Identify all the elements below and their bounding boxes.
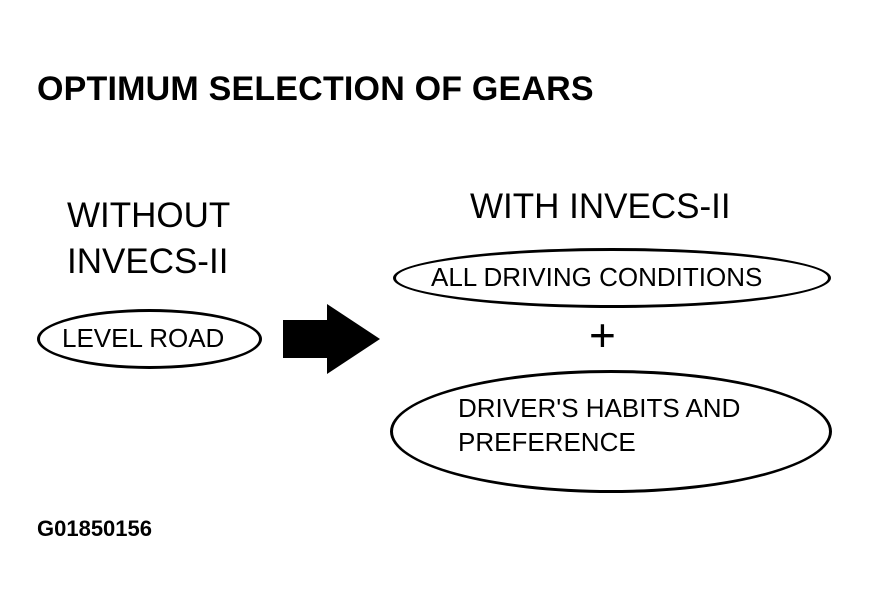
- drivers-habits-text: DRIVER'S HABITS AND PREFERENCE: [458, 391, 740, 459]
- with-invecs-label: WITH INVECS-II: [470, 187, 731, 226]
- drivers-habits-oval: [390, 370, 832, 493]
- all-driving-conditions-oval: [393, 248, 831, 308]
- without-label-line-1: WITHOUT: [67, 196, 231, 235]
- diagram-title: OPTIMUM SELECTION OF GEARS: [37, 70, 594, 108]
- level-road-text: LEVEL ROAD: [62, 323, 225, 353]
- drivers-habits-line-2: PREFERENCE: [458, 427, 636, 457]
- right-arrow-icon: [283, 304, 380, 374]
- without-label-line-2: INVECS-II: [67, 242, 229, 281]
- all-driving-conditions-text: ALL DRIVING CONDITIONS: [431, 262, 763, 292]
- plus-sign: +: [589, 309, 616, 361]
- without-invecs-label: WITHOUT INVECS-II: [67, 193, 230, 285]
- level-road-oval: [37, 309, 262, 369]
- drivers-habits-line-1: DRIVER'S HABITS AND: [458, 393, 741, 423]
- figure-id: G01850156: [37, 516, 152, 541]
